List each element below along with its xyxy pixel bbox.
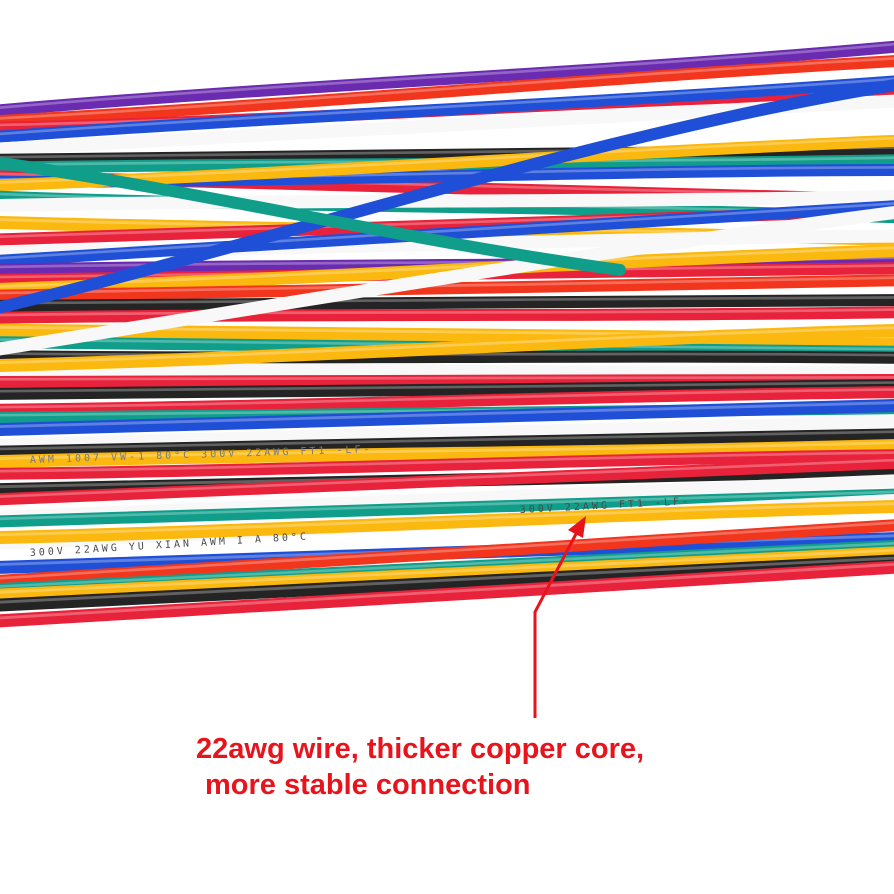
wire-red (0, 306, 894, 324)
wire-highlight (0, 375, 894, 381)
wire-highlight (0, 296, 894, 305)
wire-highlight (0, 458, 894, 499)
wire-highlight (0, 490, 894, 521)
wire-orange-red (0, 55, 894, 127)
wire-highlight (0, 326, 894, 365)
wire-white-crossing (0, 206, 894, 356)
wire-highlight (0, 77, 894, 136)
wire-red (0, 456, 894, 506)
wire-blue-crossing (0, 79, 894, 314)
wire-highlight (0, 441, 894, 461)
wire-green (0, 488, 894, 528)
wire-yellow (0, 244, 894, 296)
wire-white (0, 414, 894, 452)
wire-highlight (0, 556, 894, 604)
wire-white (0, 362, 894, 379)
wire-highlight (0, 451, 894, 473)
wire-blue (0, 75, 894, 143)
wire-blue (0, 200, 894, 267)
wire-highlight (0, 430, 894, 451)
wire-highlight (0, 502, 894, 537)
wire-black (0, 379, 894, 400)
wire-highlight (0, 276, 894, 295)
wire-highlight (0, 202, 894, 260)
wire-yellow (0, 546, 894, 602)
wire-red (0, 373, 894, 389)
wire-orange-red (0, 519, 894, 587)
caption-line-1: 22awg wire, thicker copper core, (196, 733, 645, 765)
wire-black (0, 554, 894, 612)
wire-orange-red (0, 274, 894, 302)
wire-red (0, 386, 894, 416)
caption-line-2: more stable connection (205, 769, 531, 801)
wire-yellow (0, 324, 894, 372)
wire-highlight (0, 521, 894, 580)
wire-highlight (0, 401, 894, 429)
wire-black (0, 294, 894, 312)
wire-highlight (0, 381, 894, 393)
wire-highlight (0, 57, 894, 120)
wire-white (0, 189, 894, 213)
wire-red (0, 449, 894, 480)
wire-green-crossing (0, 156, 626, 276)
wire-highlight (0, 388, 894, 409)
wire-purple (0, 40, 894, 117)
wire-blue (0, 398, 894, 437)
wire-black (0, 428, 894, 458)
wire-highlight (0, 548, 894, 594)
wire-highlight (0, 541, 894, 588)
wire-yellow (0, 439, 894, 468)
wire-yellow (0, 500, 894, 545)
wire-red (0, 560, 894, 628)
wire-highlight (0, 563, 894, 620)
wire-highlight (0, 42, 894, 109)
wire-highlight (0, 308, 894, 317)
wire-group (0, 40, 894, 628)
annotation-arrow-icon (533, 516, 586, 718)
